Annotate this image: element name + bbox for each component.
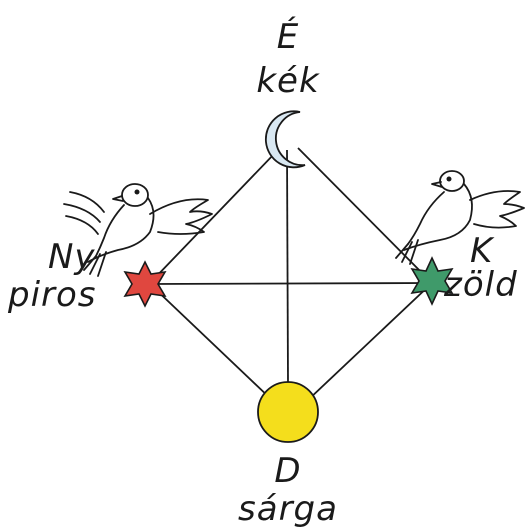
sun-disc-icon xyxy=(257,381,319,443)
line-west-east xyxy=(149,282,433,285)
red-star-icon xyxy=(123,260,167,308)
bird-icon xyxy=(63,183,213,277)
east-letter-label: K xyxy=(470,231,495,271)
line-north-east xyxy=(297,147,433,284)
north-letter-label: É xyxy=(277,16,299,57)
crescent-moon-icon xyxy=(265,110,306,169)
green-star-icon xyxy=(410,256,454,306)
line-north-south xyxy=(286,149,289,385)
line-east-south xyxy=(307,282,433,401)
line-north-west xyxy=(149,151,277,284)
west-color-label: piros xyxy=(7,275,97,315)
south-letter-label: D xyxy=(274,451,301,491)
bird-icon xyxy=(395,170,525,265)
line-west-south xyxy=(149,283,273,401)
west-letter-label: Ny xyxy=(48,237,96,277)
east-color-label: zöld xyxy=(443,265,518,305)
north-color-label: kék xyxy=(256,61,320,101)
connector-lines xyxy=(149,147,433,401)
south-color-label: sárga xyxy=(238,489,338,529)
